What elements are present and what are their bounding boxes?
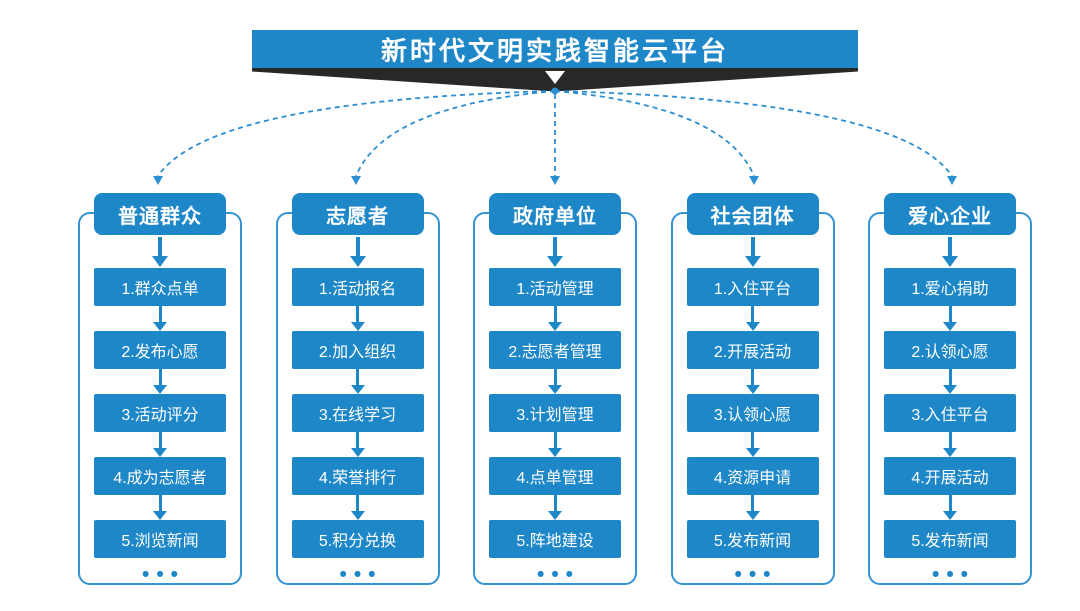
arrow-down-icon xyxy=(548,369,562,394)
ellipsis: ••• xyxy=(536,563,581,586)
hub-dot xyxy=(551,87,559,95)
arrow-down-icon xyxy=(943,432,957,457)
step-item: 5.浏览新闻 xyxy=(94,520,226,558)
fan-arrowhead-icon xyxy=(749,176,759,185)
arrow-down-icon xyxy=(943,495,957,520)
step-item: 4.荣誉排行 xyxy=(291,457,424,495)
role-column: 普通群众 1.群众点单 2.发布心愿 3.活动评分 4.成为志愿者 5.浏览新闻 ••• xyxy=(78,193,242,585)
ellipsis: ••• xyxy=(931,563,976,586)
ellipsis: ••• xyxy=(734,563,778,586)
step-item: 3.认领心愿 xyxy=(686,394,819,432)
arrow-down-icon xyxy=(548,306,562,331)
arrow-down-icon xyxy=(942,237,958,267)
role-header: 政府单位 xyxy=(489,193,621,235)
step-item: 4.资源申请 xyxy=(686,457,819,495)
fan-arrows xyxy=(153,87,957,185)
step-item: 5.发布新闻 xyxy=(884,520,1016,558)
step-item: 3.计划管理 xyxy=(489,394,621,432)
step-item: 2.认领心愿 xyxy=(884,331,1016,369)
step-item: 3.在线学习 xyxy=(291,394,424,432)
step-item: 3.入住平台 xyxy=(884,394,1016,432)
step-item: 5.发布新闻 xyxy=(686,520,819,558)
arrow-down-icon xyxy=(350,369,365,394)
fan-arrowhead-icon xyxy=(153,176,163,185)
role-column: 政府单位 1.活动管理 2.志愿者管理 3.计划管理 4.点单管理 5.阵地建设 ••• xyxy=(473,193,637,585)
arrow-down-icon xyxy=(153,369,167,394)
step-item: 5.阵地建设 xyxy=(489,520,621,558)
arrow-down-icon xyxy=(153,495,167,520)
step-item: 4.开展活动 xyxy=(884,457,1016,495)
ribbon-banner xyxy=(252,68,858,91)
arrow-down-icon xyxy=(547,237,563,267)
fan-arrow xyxy=(355,90,556,177)
arrow-down-icon xyxy=(548,432,562,457)
fan-arrowhead-icon xyxy=(351,176,361,185)
step-item: 1.活动报名 xyxy=(291,268,424,306)
arrow-down-icon xyxy=(943,369,957,394)
role-header: 爱心企业 xyxy=(884,193,1016,235)
fan-arrow xyxy=(554,90,755,177)
arrow-down-icon xyxy=(745,306,760,331)
step-item: 1.入住平台 xyxy=(686,268,819,306)
role-column: 爱心企业 1.爱心捐助 2.认领心愿 3.入住平台 4.开展活动 5.发布新闻 ••• xyxy=(868,193,1032,585)
role-header: 社会团体 xyxy=(686,193,819,235)
arrow-down-icon xyxy=(153,306,167,331)
role-column: 志愿者 1.活动报名 2.加入组织 3.在线学习 4.荣誉排行 5.积分兑换 ••• xyxy=(275,193,440,586)
role-header: 志愿者 xyxy=(291,193,424,235)
ellipsis: ••• xyxy=(141,563,186,586)
step-item: 4.点单管理 xyxy=(489,457,621,495)
arrow-down-icon xyxy=(745,369,760,394)
arrow-down-icon xyxy=(153,432,167,457)
role-column: 社会团体 1.入住平台 2.开展活动 3.认领心愿 4.资源申请 5.发布新闻 ••• xyxy=(670,193,835,586)
fan-arrowhead-icon xyxy=(550,176,560,185)
arrow-down-icon xyxy=(744,237,761,267)
step-item: 1.爱心捐助 xyxy=(884,268,1016,306)
step-item: 5.积分兑换 xyxy=(291,520,424,558)
arrow-down-icon xyxy=(350,432,365,457)
arrow-down-icon xyxy=(350,495,365,520)
step-item: 3.活动评分 xyxy=(94,394,226,432)
step-item: 2.加入组织 xyxy=(291,331,424,369)
arrow-down-icon xyxy=(152,237,168,267)
arrow-down-icon xyxy=(548,495,562,520)
step-item: 1.群众点单 xyxy=(94,268,226,306)
arrow-down-icon xyxy=(745,432,760,457)
arrow-down-icon xyxy=(349,237,366,267)
step-item: 1.活动管理 xyxy=(489,268,621,306)
platform-title: 新时代文明实践智能云平台 xyxy=(252,30,858,68)
step-item: 2.志愿者管理 xyxy=(489,331,621,369)
fan-arrow xyxy=(554,90,953,177)
title-down-arrow-icon xyxy=(545,71,565,84)
arrow-down-icon xyxy=(943,306,957,331)
step-item: 2.发布心愿 xyxy=(94,331,226,369)
step-item: 4.成为志愿者 xyxy=(94,457,226,495)
role-header: 普通群众 xyxy=(94,193,226,235)
ellipsis: ••• xyxy=(339,563,383,586)
arrow-down-icon xyxy=(745,495,760,520)
arrow-down-icon xyxy=(350,306,365,331)
step-item: 2.开展活动 xyxy=(686,331,819,369)
fan-arrowhead-icon xyxy=(947,176,957,185)
fan-arrow xyxy=(157,90,556,177)
